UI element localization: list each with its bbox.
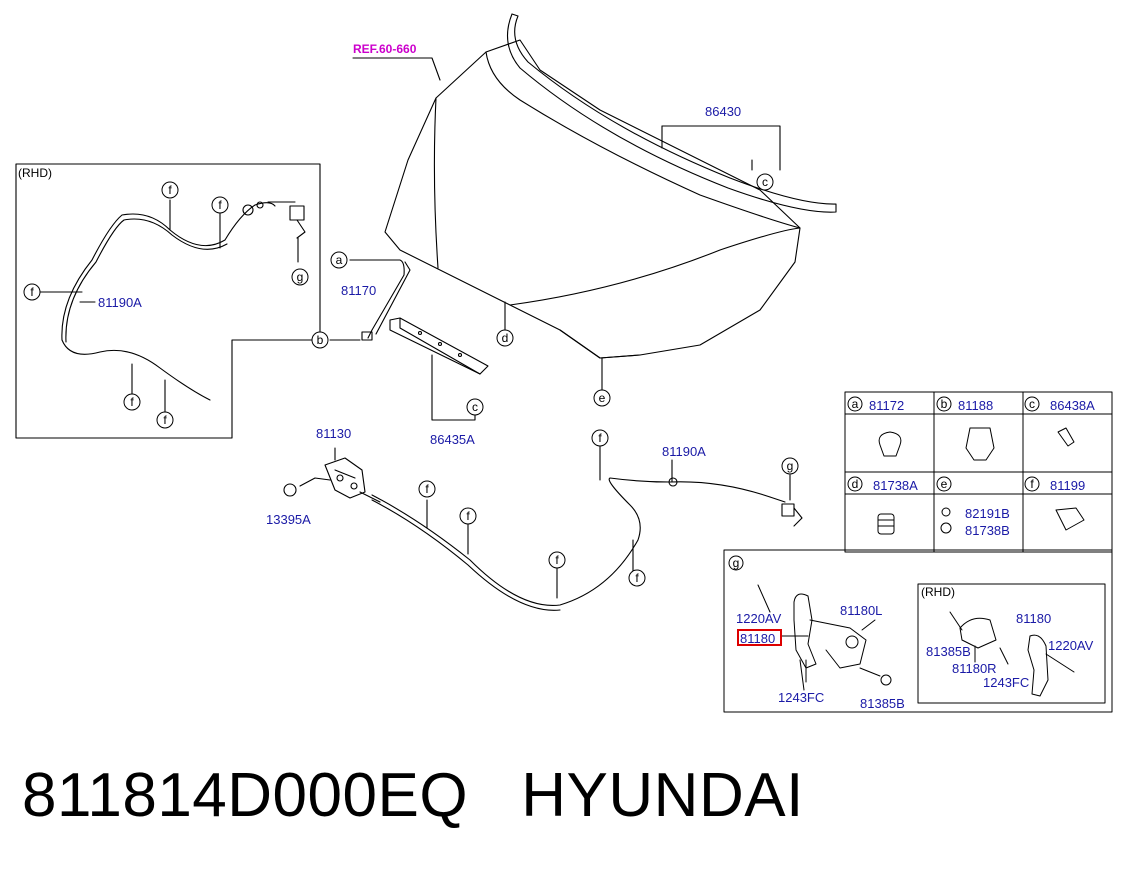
legend-f-letter: f bbox=[1030, 477, 1034, 491]
callout-c-bracket-text: c bbox=[472, 400, 478, 414]
callout-g-rhd-text: g bbox=[297, 270, 304, 284]
weatherstrip bbox=[506, 13, 837, 213]
part-81180-rhd[interactable]: 81180 bbox=[1016, 611, 1051, 626]
callout-b bbox=[311, 331, 329, 349]
rhd-box-label: (RHD) bbox=[18, 166, 52, 180]
part-number-caption: 811814D000EQ bbox=[22, 761, 469, 830]
callout-f-main2 bbox=[418, 480, 436, 498]
callout-c-bracket bbox=[466, 398, 484, 416]
release-cable bbox=[371, 445, 803, 611]
part-1220AV-lhd[interactable]: 1220AV bbox=[736, 611, 782, 626]
part-81180R[interactable]: 81180R bbox=[952, 661, 997, 676]
legend-86438A[interactable]: 86438A bbox=[1050, 398, 1095, 413]
callout-f-main4 bbox=[548, 551, 566, 569]
parts-diagram: c a b d e c f f g f f f f f f f f g a b … bbox=[15, 13, 1113, 713]
caption: 811814D000EQ HYUNDAI bbox=[22, 760, 804, 831]
legend-81199[interactable]: 81199 bbox=[1050, 478, 1085, 493]
rhd-inset-label: (RHD) bbox=[921, 585, 955, 599]
callout-a bbox=[330, 251, 348, 269]
legend-81188[interactable]: 81188 bbox=[958, 398, 993, 413]
legend-d-circle bbox=[847, 476, 863, 492]
g-box-letter: g bbox=[733, 556, 740, 570]
callout-f-main4-text: f bbox=[555, 553, 559, 567]
hood-prop-rod bbox=[329, 259, 411, 341]
callout-f-rhd3-text: f bbox=[30, 285, 34, 299]
callout-f-main3 bbox=[459, 507, 477, 525]
legend-c-letter: c bbox=[1029, 397, 1035, 411]
legend-a-circle bbox=[847, 396, 863, 412]
legend-f-circle bbox=[1024, 476, 1040, 492]
legend-b-letter: b bbox=[941, 397, 948, 411]
part-81180L[interactable]: 81180L bbox=[840, 603, 882, 618]
part-81180-highlighted[interactable]: 81180 bbox=[740, 631, 775, 646]
callout-g-rhd bbox=[291, 268, 309, 286]
part-1243FC-lhd[interactable]: 1243FC bbox=[778, 690, 824, 705]
highlight-box bbox=[737, 629, 782, 646]
legend-b-circle bbox=[936, 396, 952, 412]
callout-b-text: b bbox=[317, 333, 324, 347]
callout-g-main-text: g bbox=[787, 459, 794, 473]
part-1220AV-rhd[interactable]: 1220AV bbox=[1048, 638, 1094, 653]
part-1243FC-rhd[interactable]: 1243FC bbox=[983, 675, 1029, 690]
callout-f-main5-text: f bbox=[635, 571, 639, 585]
callout-f-main2-text: f bbox=[425, 482, 429, 496]
part-81130[interactable]: 81130 bbox=[316, 426, 351, 441]
g-detail-box bbox=[723, 549, 1113, 713]
callout-f-main1 bbox=[591, 429, 609, 447]
callout-e bbox=[593, 389, 611, 407]
callout-f-rhd3 bbox=[23, 283, 41, 301]
callout-f-main3-text: f bbox=[466, 509, 470, 523]
callout-d bbox=[496, 329, 514, 347]
callout-g-main bbox=[781, 457, 799, 475]
part-86435A[interactable]: 86435A bbox=[430, 432, 475, 447]
callout-f-rhd1-text: f bbox=[168, 183, 172, 197]
callout-f-rhd5-text: f bbox=[163, 413, 167, 427]
legend-d-letter: d bbox=[852, 477, 859, 491]
part-81385B-rhd[interactable]: 81385B bbox=[926, 644, 971, 659]
callout-f-main1-text: f bbox=[598, 431, 602, 445]
legend-e-letter: e bbox=[941, 477, 948, 491]
part-13395A[interactable]: 13395A bbox=[266, 512, 311, 527]
callout-f-main5 bbox=[628, 569, 646, 587]
callout-f-rhd5 bbox=[156, 411, 174, 429]
part-81385B-lhd[interactable]: 81385B bbox=[860, 696, 905, 711]
brand-caption: HYUNDAI bbox=[521, 761, 804, 830]
callout-f-rhd4-text: f bbox=[130, 395, 134, 409]
rhd-cable-box bbox=[15, 163, 321, 439]
legend-81172[interactable]: 81172 bbox=[869, 398, 904, 413]
callout-e-text: e bbox=[599, 391, 606, 405]
legend-81738B[interactable]: 81738B bbox=[965, 523, 1010, 538]
legend-table bbox=[844, 391, 1113, 553]
ref-label[interactable]: REF.60-660 bbox=[353, 42, 417, 56]
part-81190A-main[interactable]: 81190A bbox=[662, 444, 706, 459]
callout-c-top bbox=[756, 173, 774, 191]
legend-82191B[interactable]: 82191B bbox=[965, 506, 1010, 521]
callout-f-rhd1 bbox=[161, 181, 179, 199]
legend-c-circle bbox=[1024, 396, 1040, 412]
part-81170[interactable]: 81170 bbox=[341, 283, 376, 298]
callout-f-rhd2 bbox=[211, 196, 229, 214]
part-86430[interactable]: 86430 bbox=[705, 104, 741, 119]
callout-d-text: d bbox=[502, 331, 509, 345]
g-box-circle bbox=[728, 555, 744, 571]
callout-a-text: a bbox=[336, 253, 343, 267]
hood-panel bbox=[384, 39, 801, 359]
legend-e-circle bbox=[936, 476, 952, 492]
callout-f-rhd2-text: f bbox=[218, 198, 222, 212]
legend-81738A[interactable]: 81738A bbox=[873, 478, 918, 493]
hood-bracket bbox=[389, 317, 489, 375]
part-81190A-rhd[interactable]: 81190A bbox=[98, 295, 142, 310]
callout-f-rhd4 bbox=[123, 393, 141, 411]
legend-a-letter: a bbox=[852, 397, 859, 411]
latch-assembly bbox=[283, 447, 381, 503]
callout-c-top-text: c bbox=[762, 175, 768, 189]
